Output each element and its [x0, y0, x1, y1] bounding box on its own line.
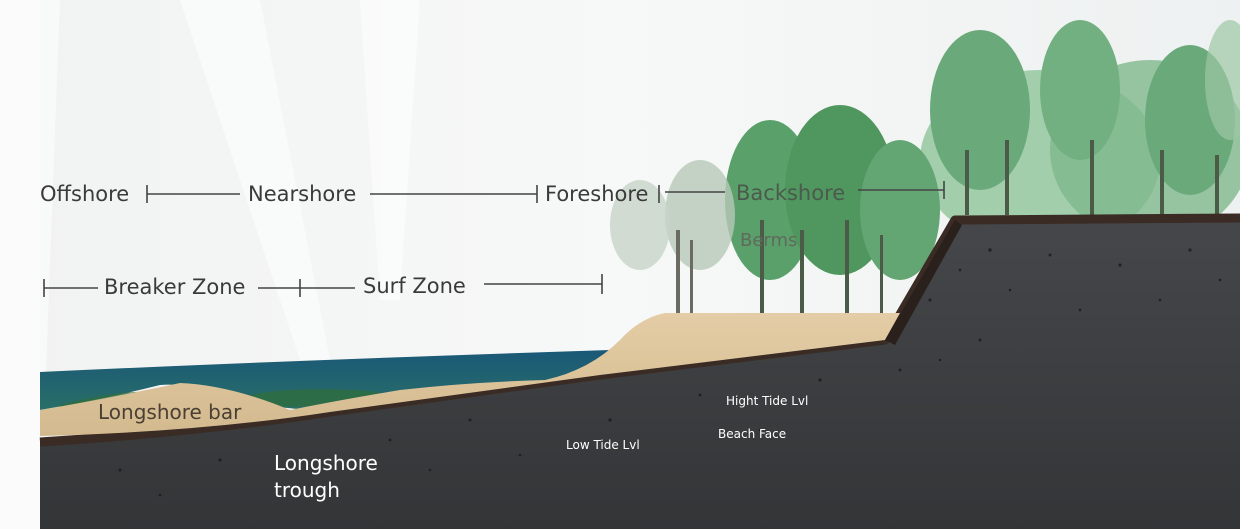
backshore-slope [885, 220, 962, 345]
low-tide-label: Low Tide Lvl [566, 438, 640, 452]
longshore-trough-label-line1: Longshore [274, 451, 378, 475]
water [40, 350, 610, 412]
berms-label: Berms [740, 230, 798, 251]
breaker-zone-label: Breaker Zone [104, 275, 246, 299]
longshore-trough-label-line2: trough [274, 478, 340, 502]
beach-face-label: Beach Face [718, 427, 787, 441]
nearshore-label: Nearshore [248, 182, 357, 206]
offshore-label: Offshore [40, 182, 130, 206]
surf-zone-label: Surf Zone [363, 274, 466, 298]
left-margin [0, 0, 40, 529]
backshore-label: Backshore [736, 181, 846, 205]
high-tide-label: Hight Tide Lvl [726, 394, 809, 408]
longshore-bar-label: Longshore bar [98, 400, 242, 424]
zone-rulers [43, 181, 945, 297]
sediment-speckles [118, 248, 1222, 497]
forest [610, 20, 1240, 315]
foreshore-label: Foreshore [545, 182, 649, 206]
sand [40, 313, 900, 436]
